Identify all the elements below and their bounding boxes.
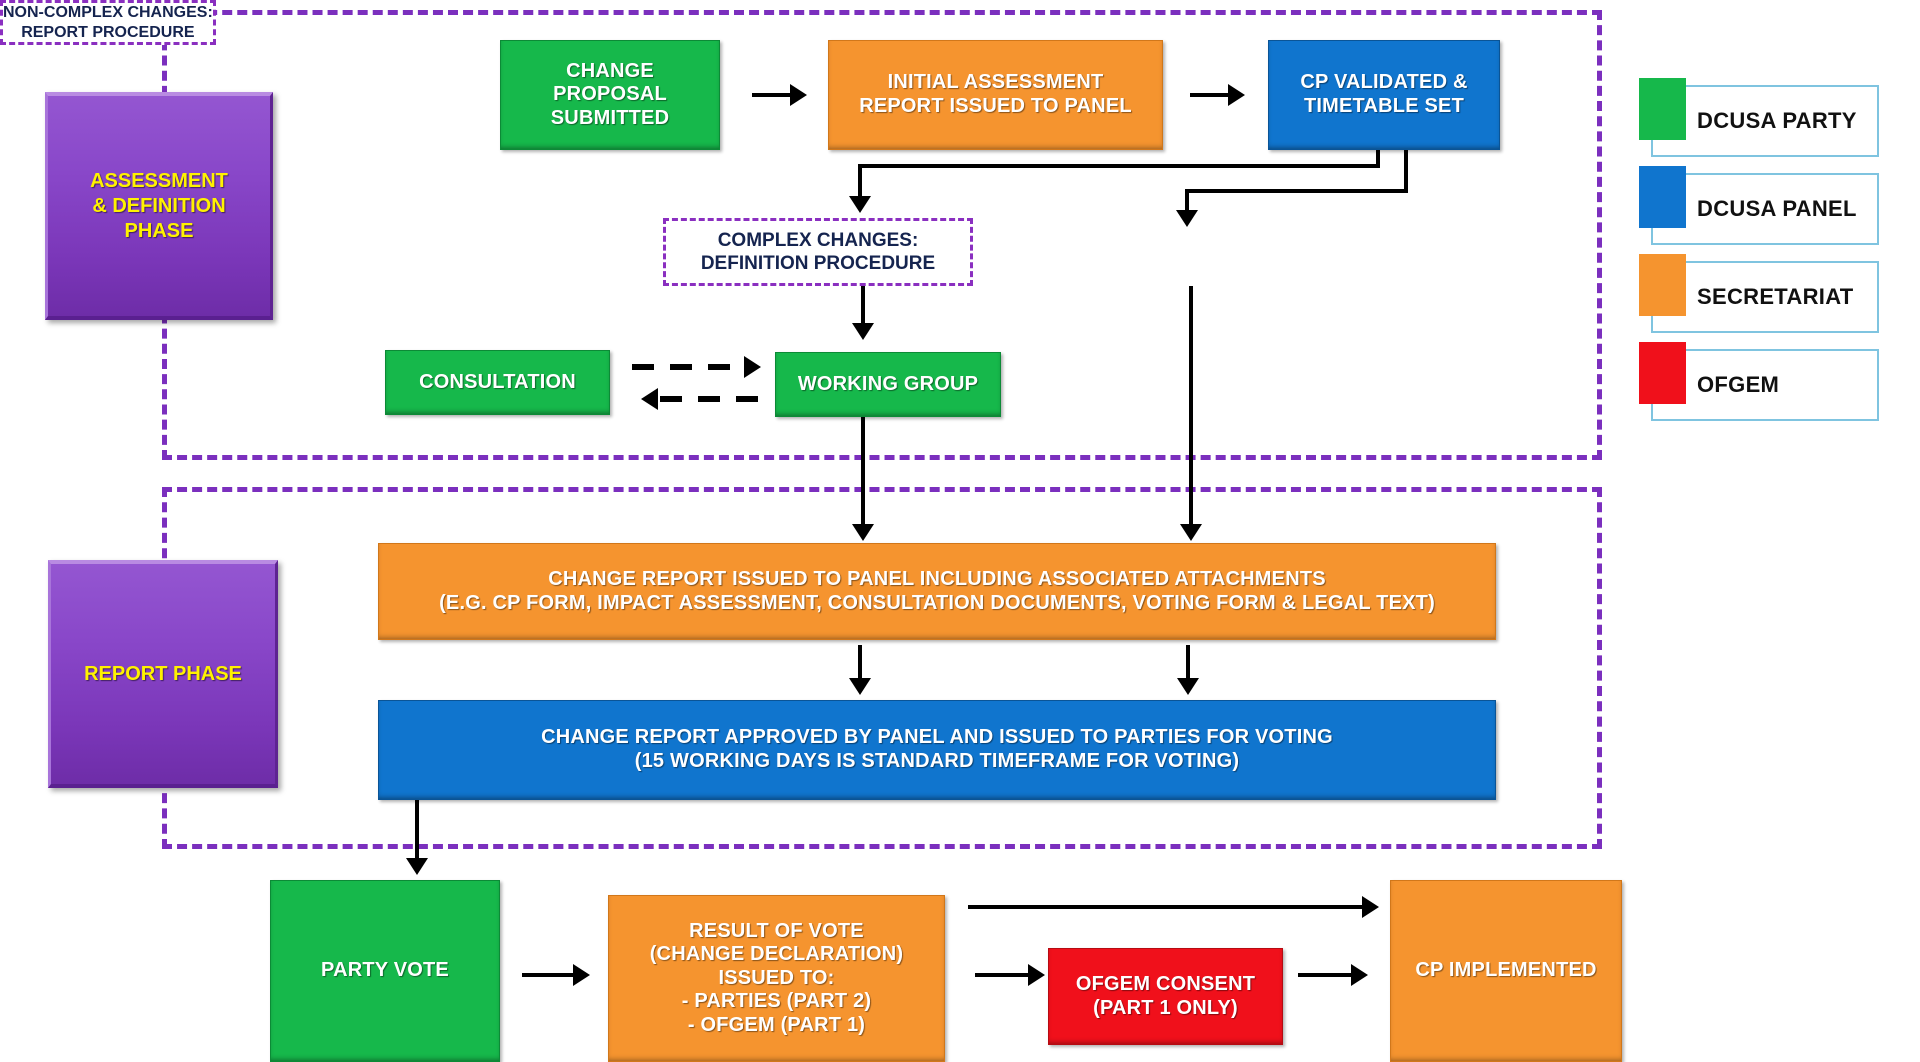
connector-validated-branchB-drop [1185,189,1189,213]
node-label: CHANGE PROPOSAL SUBMITTED [550,59,670,129]
node-complex-changes[interactable]: COMPLEX CHANGES: DEFINITION PROCEDURE [663,218,973,286]
legend-label: OFGEM [1697,372,1780,397]
legend-label: DCUSA PARTY [1697,108,1857,133]
node-label: CP VALIDATED & TIMETABLE SET [1300,71,1468,117]
connector-complex-to-working-group [861,286,865,326]
arrow-wg-to-change-report [852,524,874,541]
node-non-complex-changes[interactable]: NON-COMPLEX CHANGES: REPORT PROCEDURE [0,0,216,46]
node-label: OFGEM CONSENT (PART 1 ONLY) [1075,972,1256,1019]
node-label: CONSULTATION [419,370,576,393]
node-initial-assessment[interactable]: INITIAL ASSESSMENT REPORT ISSUED TO PANE… [828,40,1163,150]
report-phase-label: REPORT PHASE [48,560,278,788]
arrow-approved-to-party-vote [406,858,428,875]
legend-frame [1651,173,1879,245]
connector-report-issued-to-approved-right [1186,645,1190,681]
node-result-of-vote[interactable]: RESULT OF VOTE (CHANGE DECLARATION) ISSU… [608,895,945,1062]
legend-swatch-dcusa-party [1639,78,1686,140]
connector-validated-branchA-horizontal [858,164,1380,168]
node-label: RESULT OF VOTE (CHANGE DECLARATION) ISSU… [649,919,904,1036]
dashed-arrow-consultation-to-wg-shaft [632,364,742,370]
arrow-report-issued-to-approved-right [1177,678,1199,695]
arrow-complex-to-working-group [852,323,874,340]
dashed-arrow-wg-to-consultation-shaft [660,396,772,402]
connector-wg-to-change-report [861,417,865,527]
legend-swatch-ofgem [1639,342,1686,404]
node-label: PARTY VOTE [321,959,449,982]
connector-report-issued-to-approved-left [858,645,862,681]
arrow-ofgem-to-implemented-shaft [1298,973,1353,977]
dashed-arrow-wg-to-consultation-head [641,388,658,410]
connector-validated-branchA-drop [858,164,862,199]
arrow-party-vote-to-result-shaft [522,973,575,977]
arrow-report-issued-to-approved-left [849,678,871,695]
legend-frame [1651,349,1879,421]
node-change-report-approved[interactable]: CHANGE REPORT APPROVED BY PANEL AND ISSU… [378,700,1496,800]
dashed-arrow-consultation-to-wg-head [744,356,761,378]
arrow-to-complex-changes [849,196,871,213]
connector-validated-branchA-stub [1376,150,1380,168]
connector-validated-branchB-horizontal [1185,189,1408,193]
node-consultation[interactable]: CONSULTATION [385,350,610,415]
legend-swatch-dcusa-panel [1639,166,1686,228]
connector-noncomplex-to-change-report [1189,286,1193,527]
assessment-phase-label: ASSESSMENT & DEFINITION PHASE [45,92,273,320]
legend-label: DCUSA PANEL [1697,196,1857,221]
arrow-cp-to-assessment [790,84,807,106]
arrow-noncomplex-to-change-report [1180,524,1202,541]
arrow-cp-to-assessment-shaft [752,93,792,97]
node-label: CHANGE REPORT ISSUED TO PANEL INCLUDING … [439,567,1435,614]
arrow-result-to-implemented-bypass-shaft [968,905,1368,909]
arrow-assessment-to-validated-shaft [1190,93,1230,97]
connector-approved-to-party-vote [415,800,419,861]
arrow-assessment-to-validated [1228,84,1245,106]
node-label: CP IMPLEMENTED [1415,959,1597,982]
arrow-ofgem-to-implemented-head [1351,964,1368,986]
node-working-group[interactable]: WORKING GROUP [775,352,1001,417]
connector-validated-branchB-stub [1404,150,1408,193]
node-ofgem-consent[interactable]: OFGEM CONSENT (PART 1 ONLY) [1048,948,1283,1045]
node-change-proposal-submitted[interactable]: CHANGE PROPOSAL SUBMITTED [500,40,720,150]
arrow-party-vote-to-result-head [573,964,590,986]
arrow-result-to-ofgem-shaft [975,973,1030,977]
node-change-report-issued[interactable]: CHANGE REPORT ISSUED TO PANEL INCLUDING … [378,543,1496,640]
node-cp-validated[interactable]: CP VALIDATED & TIMETABLE SET [1268,40,1500,150]
node-cp-implemented[interactable]: CP IMPLEMENTED [1390,880,1622,1062]
node-label: CHANGE REPORT APPROVED BY PANEL AND ISSU… [541,726,1333,772]
arrow-to-non-complex-changes [1176,210,1198,227]
legend-frame [1651,261,1879,333]
arrow-result-to-ofgem-head [1028,964,1045,986]
node-label: WORKING GROUP [797,372,979,395]
legend-frame [1651,85,1879,157]
node-label: INITIAL ASSESSMENT REPORT ISSUED TO PANE… [859,71,1132,117]
arrow-result-to-implemented-bypass-head [1362,896,1379,918]
node-party-vote[interactable]: PARTY VOTE [270,880,500,1062]
legend-label: SECRETARIAT [1697,284,1854,309]
legend-swatch-secretariat [1639,254,1686,316]
